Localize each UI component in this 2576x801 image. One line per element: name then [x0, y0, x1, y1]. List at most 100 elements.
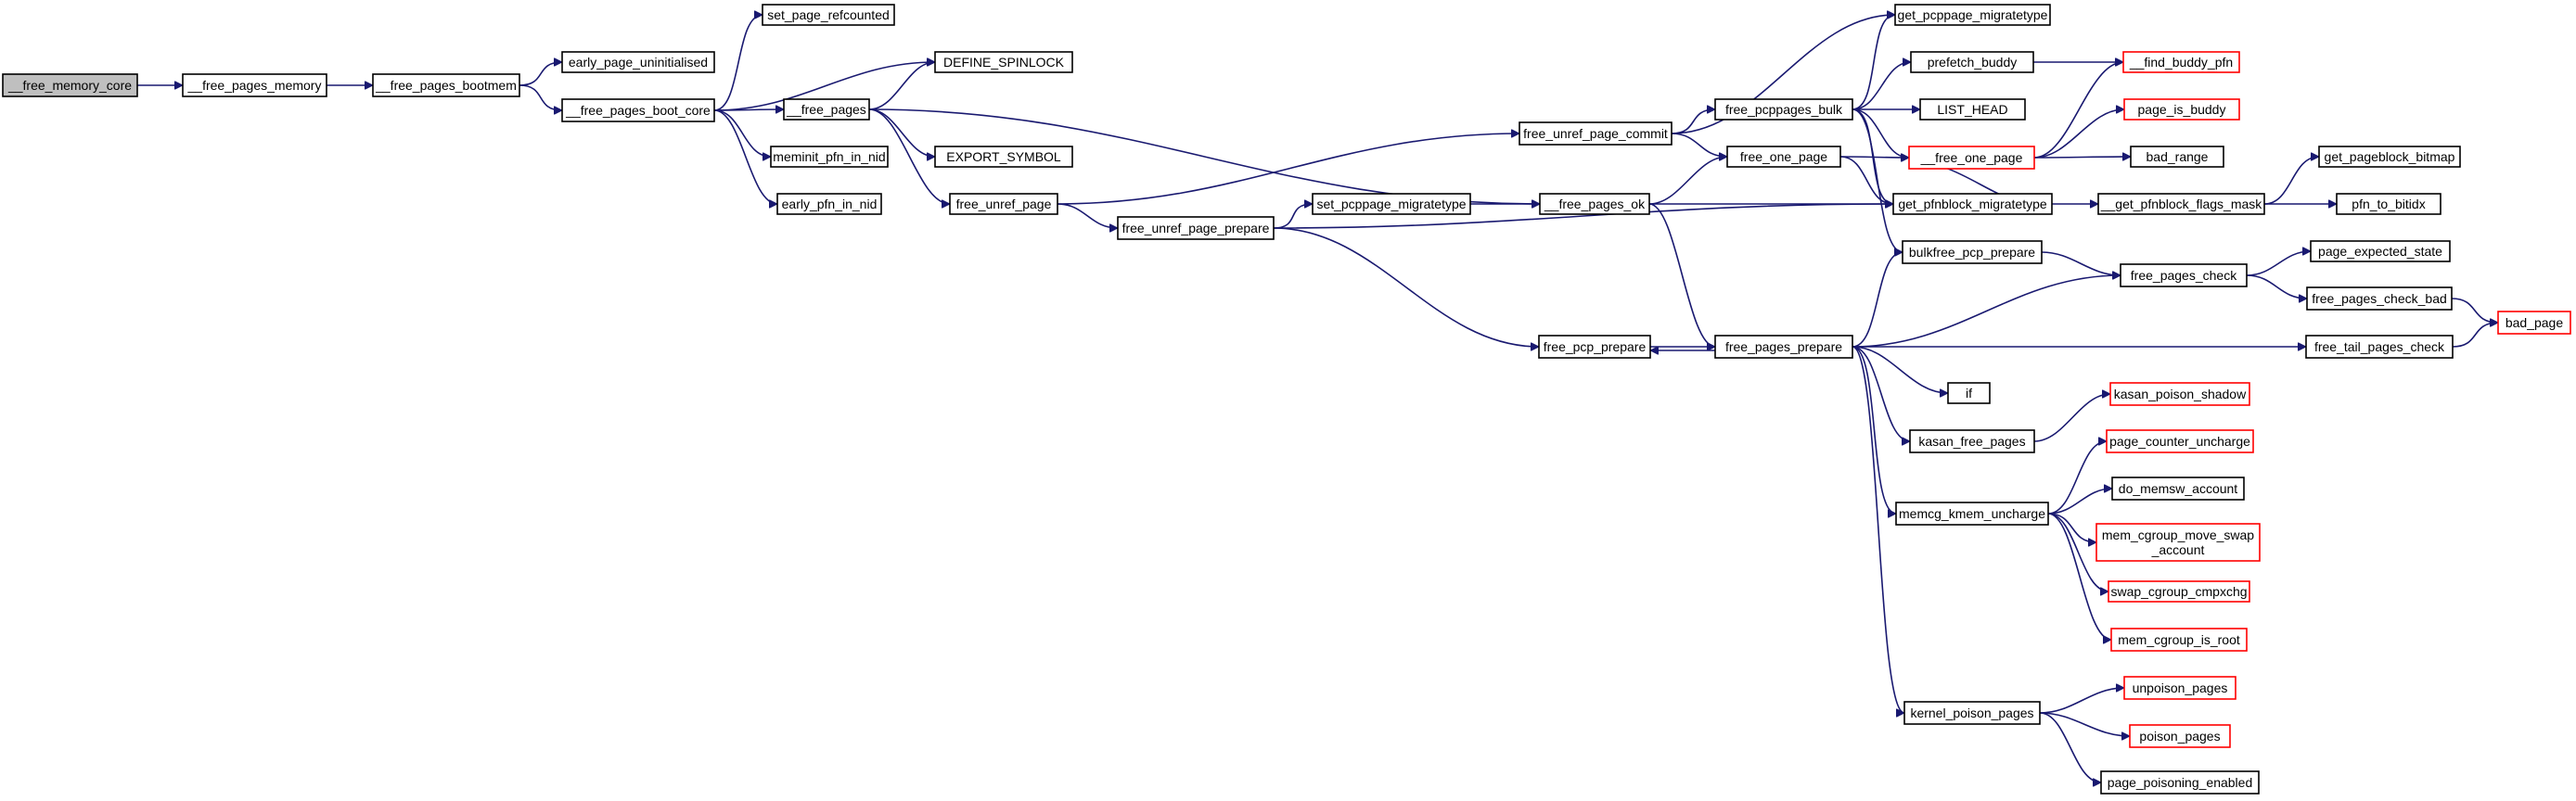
node-mem-cgroup-move-swap-account[interactable]: mem_cgroup_move_swap_account: [2095, 523, 2261, 562]
node-label: _account: [2151, 542, 2205, 557]
node-set-pcppage-migratetype[interactable]: set_pcppage_migratetype: [1312, 193, 1471, 215]
node-box: [1312, 193, 1471, 215]
node-free-pages-check-bad[interactable]: free_pages_check_bad: [2306, 286, 2453, 311]
node-kasan-free-pages[interactable]: kasan_free_pages: [1909, 429, 2035, 453]
node-box: [182, 73, 327, 97]
node-meminit-pfn-in-nid[interactable]: meminit_pfn_in_nid: [770, 146, 889, 168]
node-label: set_page_refcounted: [767, 7, 890, 22]
node-export-symbol[interactable]: EXPORT_SYMBOL: [934, 146, 1073, 168]
edge-n28-n37: [2047, 441, 2108, 515]
edge-n25-n34: [2041, 251, 2121, 275]
node-early-page-uninitialised[interactable]: early_page_uninitialised: [561, 51, 715, 73]
edge-n18-n24: [1839, 156, 1894, 204]
edge-n19-n29: [1852, 346, 1905, 713]
edge-n29-n43: [2039, 712, 2130, 736]
node-label: page_counter_uncharge: [2109, 434, 2250, 449]
node-get-pcppage-migratetype[interactable]: get_pcppage_migratetype: [1894, 4, 2051, 26]
node-swap-cgroup-cmpxchg[interactable]: swap_cgroup_cmpxchg: [2108, 580, 2250, 603]
node-label: memcg_kmem_uncharge: [1899, 506, 2045, 521]
node-mem-cgroup-is-root[interactable]: mem_cgroup_is_root: [2110, 628, 2248, 652]
edge-n28-n41: [2047, 513, 2112, 640]
node-define-spinlock[interactable]: DEFINE_SPINLOCK: [934, 51, 1073, 73]
node-label: poison_pages: [2139, 729, 2220, 744]
node-early-pfn-in-nid[interactable]: early_pfn_in_nid: [776, 193, 882, 215]
node-unpoison-pages[interactable]: unpoison_pages: [2123, 676, 2236, 700]
node-page-expected-state[interactable]: page_expected_state: [2310, 240, 2451, 262]
node-find-buddy-pfn[interactable]: __find_buddy_pfn: [2122, 51, 2240, 73]
nodes-layer: __free_memory_core __free_pages_memory __f…: [2, 4, 2571, 795]
edge-n33-n45: [2263, 157, 2320, 205]
node-box: [2095, 523, 2261, 562]
node-list-head[interactable]: LIST_HEAD: [1919, 98, 2026, 121]
node-box: [2318, 146, 2461, 168]
node-poison-pages[interactable]: poison_pages: [2129, 724, 2231, 748]
node-box: [2108, 580, 2250, 603]
node-label: free_pages_check_bad: [2312, 291, 2447, 306]
node-label: early_page_uninitialised: [569, 55, 708, 70]
node-get-pfnblock-flags-mask[interactable]: __get_pfnblock_flags_mask: [2097, 193, 2265, 215]
node-free-pages[interactable]: __free_pages: [783, 98, 870, 121]
node-label: pfn_to_bitidx: [2352, 197, 2425, 211]
node-free-tail-pages-check[interactable]: free_tail_pages_check: [2305, 335, 2454, 359]
node-free-pages-check[interactable]: free_pages_check: [2120, 263, 2248, 287]
node-label: page_expected_state: [2318, 244, 2442, 259]
node-get-pageblock-bitmap[interactable]: get_pageblock_bitmap: [2318, 146, 2461, 168]
node-box: [561, 51, 715, 73]
node-box: [1908, 146, 2035, 170]
edge-n11-n12: [1057, 203, 1118, 228]
node-label: __free_pages: [786, 102, 866, 117]
node-box: [1714, 98, 1853, 121]
edge-n23-n31: [2033, 109, 2124, 159]
node-free-pages-ok[interactable]: __free_pages_ok: [1539, 193, 1650, 215]
node-label: __find_buddy_pfn: [2129, 55, 2233, 70]
node-free-memory-core[interactable]: __free_memory_core: [2, 73, 138, 97]
node-box: [2123, 98, 2240, 121]
node-box: [783, 98, 870, 121]
node-free-pcppages-bulk[interactable]: free_pcppages_bulk: [1714, 98, 1853, 121]
node-box: [1947, 382, 1991, 404]
node-prefetch-buddy[interactable]: prefetch_buddy: [1910, 51, 2034, 73]
node-kernel-poison-pages[interactable]: kernel_poison_pages: [1903, 701, 2041, 725]
node-page-poisoning-enabled[interactable]: page_poisoning_enabled: [2100, 770, 2260, 795]
node-box: [934, 51, 1073, 73]
node-label: __free_one_page: [1920, 150, 2023, 165]
node-free-unref-page-commit[interactable]: free_unref_page_commit: [1519, 121, 1672, 146]
node-page-is-buddy[interactable]: page_is_buddy: [2123, 98, 2240, 121]
edge-n17-n20: [1852, 15, 1896, 110]
node-free-one-page[interactable]: free_one_page: [1726, 146, 1841, 168]
edge-n15-n18: [1648, 157, 1728, 205]
node-free-unref-page-prepare[interactable]: free_unref_page_prepare: [1117, 216, 1275, 240]
node-free-pages-memory[interactable]: __free_pages_memory: [182, 73, 327, 97]
node-free-pages-bootmem[interactable]: __free_pages_bootmem: [372, 73, 520, 97]
node-pfn-to-bitidx[interactable]: pfn_to_bitidx: [2336, 193, 2441, 215]
node-label: free_pages_check: [2131, 268, 2237, 283]
node-label: __free_pages_bootmem: [375, 78, 517, 93]
node-set-page-refcounted[interactable]: set_page_refcounted: [762, 4, 895, 26]
node-get-pfnblock-migratetype[interactable]: get_pfnblock_migratetype: [1892, 193, 2053, 215]
edge-n4-n5: [713, 15, 763, 111]
node-if[interactable]: if: [1947, 382, 1991, 404]
node-bad-page[interactable]: bad_page: [2497, 311, 2571, 335]
node-kasan-poison-shadow[interactable]: kasan_poison_shadow: [2109, 382, 2250, 406]
node-box: [1919, 98, 2026, 121]
edge-n12-n14: [1273, 204, 1313, 229]
node-free-unref-page[interactable]: free_unref_page: [949, 193, 1058, 215]
node-memcg-kmem-uncharge[interactable]: memcg_kmem_uncharge: [1895, 502, 2049, 526]
node-box: [1894, 4, 2051, 26]
node-bad-range[interactable]: bad_range: [2130, 146, 2224, 168]
node-page-counter-uncharge[interactable]: page_counter_uncharge: [2106, 429, 2254, 453]
edge-n29-n42: [2039, 688, 2124, 714]
node-free-pcp-prepare[interactable]: free_pcp_prepare: [1538, 335, 1651, 359]
node-bulkfree-pcp-prepare[interactable]: bulkfree_pcp_prepare: [1902, 240, 2043, 264]
node-free-pages-boot-core[interactable]: __free_pages_boot_core: [561, 98, 715, 122]
node-label: free_unref_page: [956, 197, 1052, 211]
node-do-memsw-account[interactable]: do_memsw_account: [2111, 477, 2245, 501]
node-box: [1519, 121, 1672, 146]
node-free-one-page[interactable]: __free_one_page: [1908, 146, 2035, 170]
node-free-pages-prepare[interactable]: free_pages_prepare: [1714, 335, 1853, 359]
node-label: page_poisoning_enabled: [2108, 775, 2252, 790]
node-box: [2109, 382, 2250, 406]
edge-n11-n13: [1057, 134, 1519, 205]
edge-n19-n26: [1852, 346, 1948, 393]
node-label: page_is_buddy: [2138, 102, 2226, 117]
